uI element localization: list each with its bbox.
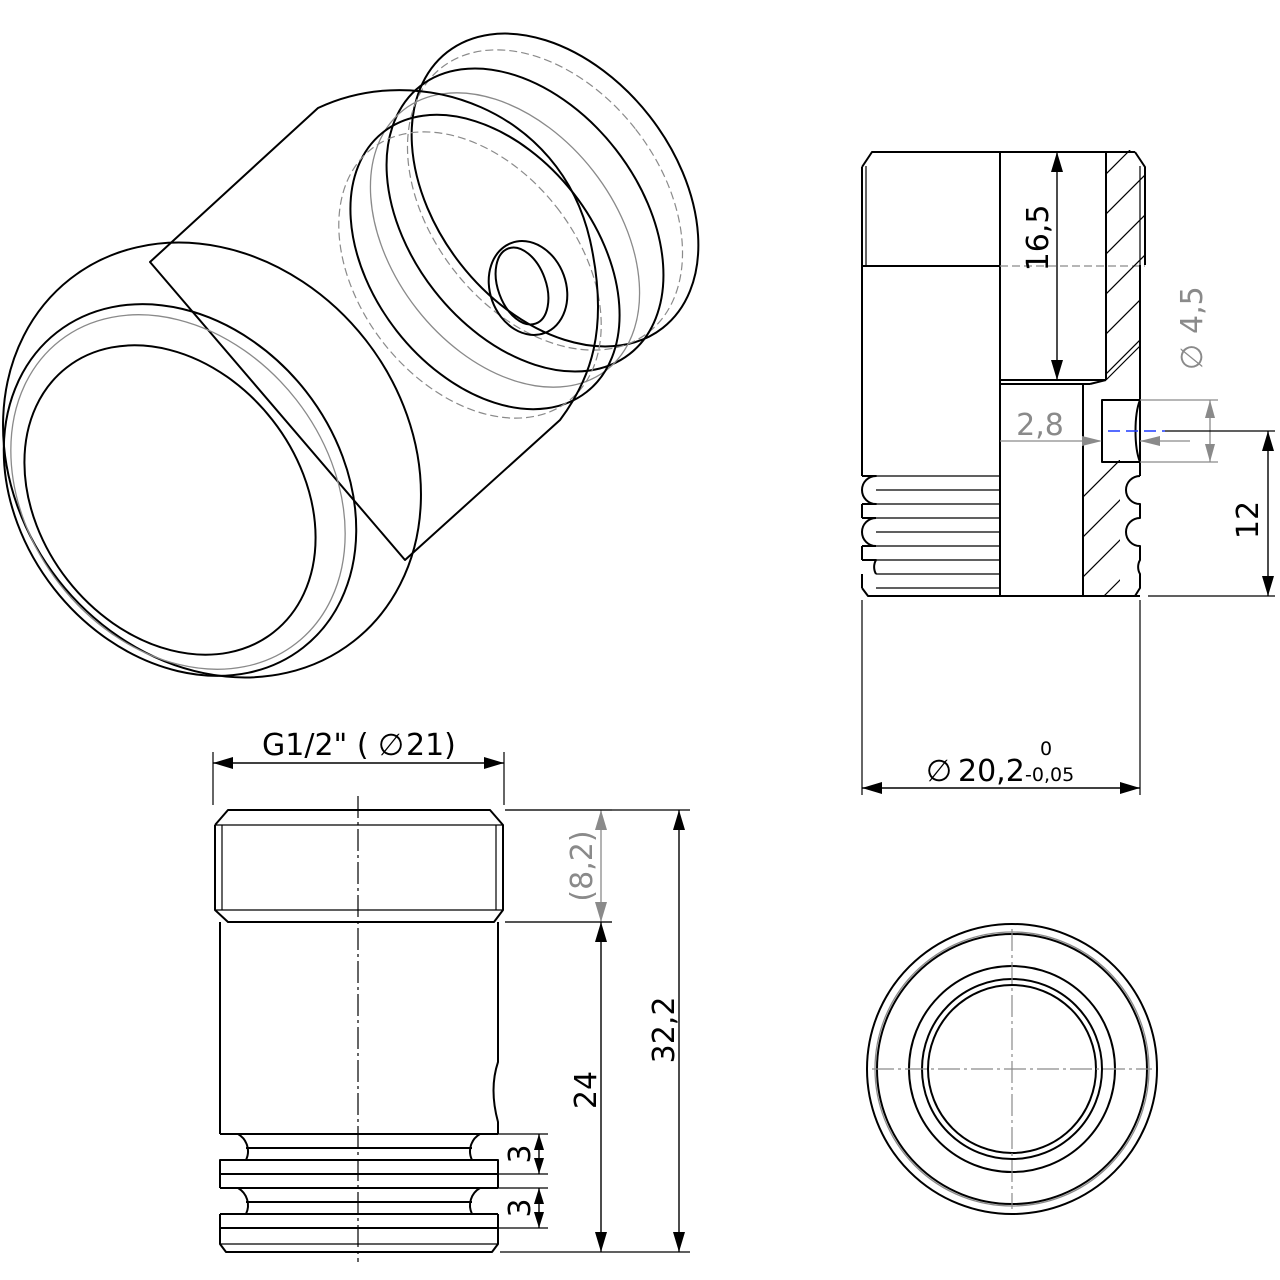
end-view: [866, 923, 1158, 1215]
dim-tol-upper: 0: [1040, 738, 1052, 760]
section-view: 16,5 ∅ 4,5 2,8 12 ∅ 20,2 0 -0,05: [861, 150, 1275, 795]
svg-text:G1/2" (: G1/2" (: [262, 728, 369, 763]
dim-thread: G1/2" ( ∅ 21): [262, 728, 456, 763]
dim-8-2: (8,2): [565, 830, 600, 901]
dim-tol-lower: -0,05: [1025, 764, 1074, 786]
svg-text:∅: ∅: [1175, 344, 1210, 370]
dim-2-8: 2,8: [1016, 408, 1064, 443]
dim-24: 24: [569, 1071, 604, 1109]
isometric-view: [2, 32, 700, 679]
dim-16-5: 16,5: [1021, 205, 1056, 272]
svg-text:4,5: 4,5: [1175, 286, 1210, 334]
dim-32-2: 32,2: [647, 997, 682, 1064]
dim-3-groove-1: 3: [503, 1144, 538, 1163]
dim-3-groove-2: 3: [503, 1198, 538, 1217]
side-view: G1/2" ( ∅ 21) (8,2) 24 32,2 3: [212, 728, 690, 1262]
dim-dia-20-2-symbol: ∅: [926, 754, 952, 789]
svg-text:21): 21): [406, 728, 456, 763]
svg-text:∅: ∅: [378, 728, 404, 763]
dim-dia-4-5: ∅ 4,5: [1175, 286, 1210, 370]
dim-dia-20-2: 20,2: [958, 754, 1025, 789]
dim-12: 12: [1231, 501, 1266, 539]
